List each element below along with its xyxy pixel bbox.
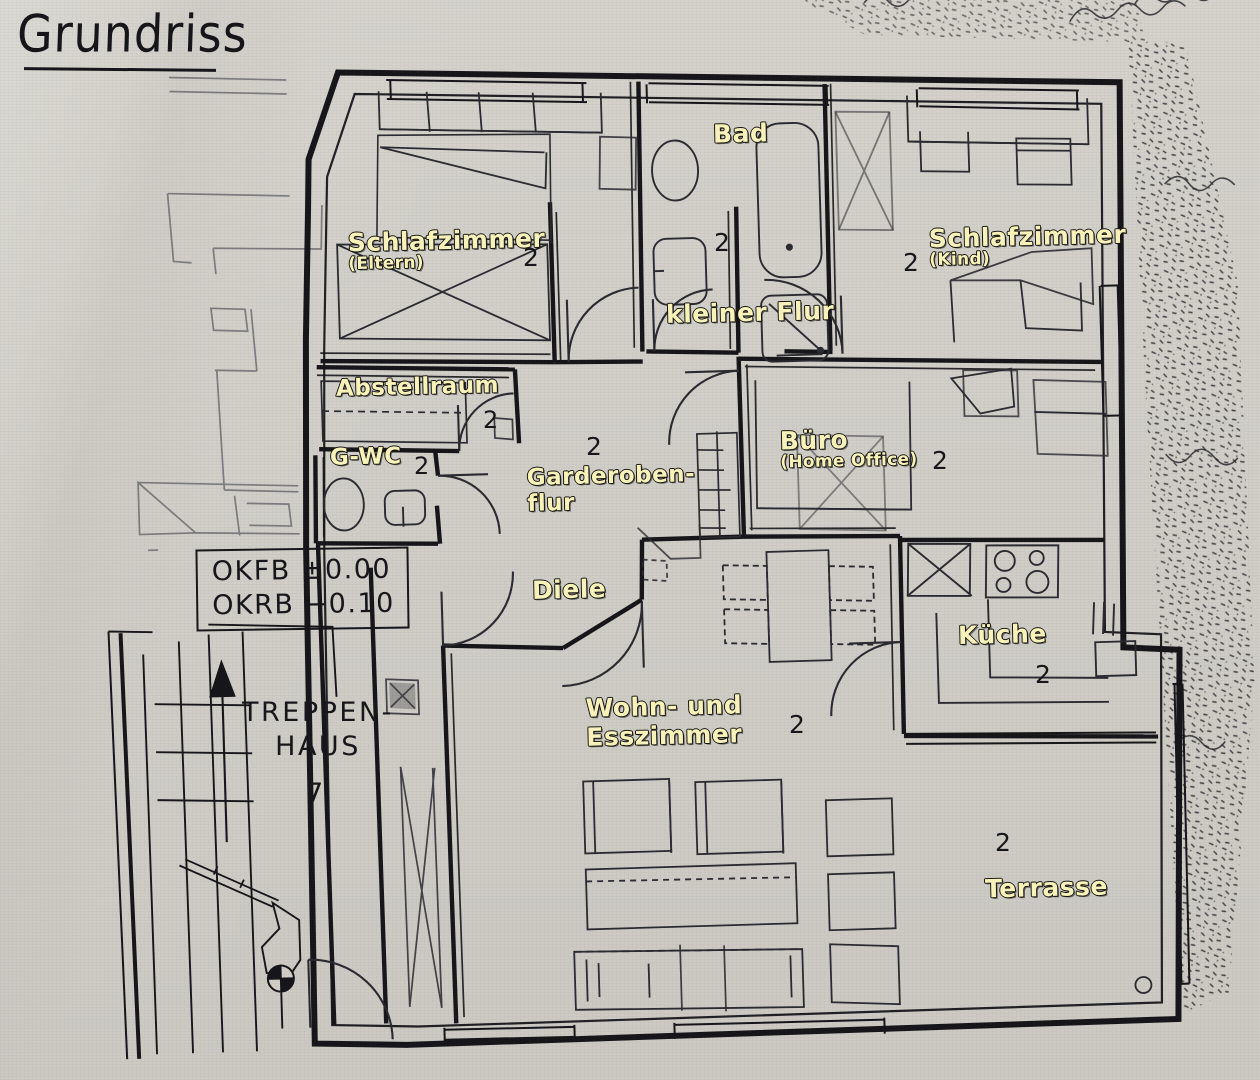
interior-walls xyxy=(313,81,1159,1026)
stairwell-label: TREPPEN- HAUS xyxy=(228,696,408,764)
okfb-line: OKFB ±0.00 xyxy=(211,553,392,588)
furniture-guest-wc xyxy=(322,477,427,532)
furniture-office xyxy=(637,367,1109,560)
room-label-schlafzimmer-eltern: Schlafzimmer (Eltern) xyxy=(347,223,546,275)
room-label-abstellraum-main: Abstellraum xyxy=(335,371,500,402)
furniture-dining xyxy=(721,549,877,663)
room-number-g-wc: 2 xyxy=(414,452,430,480)
corridor-stair-symbol xyxy=(696,431,741,539)
room-label-bad: Bad xyxy=(712,118,769,150)
shaft-marks xyxy=(385,678,443,1008)
room-label-buero-sub: (Home Office) xyxy=(779,449,918,474)
room-label-garderobenflur: Garderoben- flur xyxy=(526,460,696,518)
room-number-wohn-esszimmer: 2 xyxy=(789,710,805,739)
room-label-wohn-esszimmer: Wohn- und Esszimmer xyxy=(585,690,744,753)
room-label-diele: Diele xyxy=(531,573,607,605)
room-label-kueche-main: Küche xyxy=(957,618,1048,651)
room-number-garderobenflur: 2 xyxy=(586,432,602,461)
room-label-diele-main: Diele xyxy=(531,573,607,605)
page-title-block: Grundriss xyxy=(16,3,249,72)
room-label-schlafzimmer-kind-main: Schlafzimmer xyxy=(928,219,1127,254)
room-number-schlafzimmer-kind: 2 xyxy=(903,248,919,277)
wall-thin-lines xyxy=(316,81,1096,1018)
stairwell-steps xyxy=(107,623,338,1060)
room-label-garderobenflur-line1: Garderoben- xyxy=(526,460,696,491)
stairwell-number: 7 xyxy=(306,778,324,809)
terrain-hatch xyxy=(773,0,1255,1014)
room-number-schlafzimmer-eltern: 2 xyxy=(523,243,539,272)
room-label-garderobenflur-line2: flur xyxy=(526,490,576,518)
furniture-bedroom-parents xyxy=(336,91,637,342)
room-label-g-wc: G-WC xyxy=(329,442,403,471)
room-label-wohn-esszimmer-line2: Esszimmer xyxy=(585,718,743,752)
okrb-line: OKRB −0.10 xyxy=(212,587,396,622)
room-label-g-wc-main: G-WC xyxy=(329,442,403,471)
furniture-bathroom xyxy=(651,121,830,363)
room-label-schlafzimmer-kind: Schlafzimmer (Kind) xyxy=(928,219,1127,271)
furniture-living xyxy=(573,778,901,1011)
room-label-bad-main: Bad xyxy=(712,118,769,150)
stairwell-label-line2: HAUS xyxy=(275,730,361,762)
room-number-bad: 2 xyxy=(714,228,730,257)
room-label-kueche: Küche xyxy=(957,618,1048,651)
stairwell-label-line1: TREPPEN- xyxy=(242,697,394,728)
level-reference-box: OKFB ±0.00 OKRB −0.10 xyxy=(195,546,410,631)
room-label-schlafzimmer-eltern-main: Schlafzimmer xyxy=(347,223,546,258)
room-label-wohn-esszimmer-line1: Wohn- und xyxy=(585,690,744,724)
room-label-terrasse: Terrasse xyxy=(984,871,1109,904)
room-label-kleiner-flur: kleiner Flur xyxy=(665,295,835,329)
door-swings xyxy=(307,278,902,1040)
room-label-abstellraum: Abstellraum xyxy=(335,371,500,402)
room-number-terrasse: 2 xyxy=(995,828,1011,857)
room-number-buero: 2 xyxy=(932,446,948,475)
misc-details xyxy=(493,417,727,1012)
furniture-storage xyxy=(320,380,468,444)
room-number-abstellraum: 2 xyxy=(483,406,499,434)
room-label-buero: Büro (Home Office) xyxy=(779,424,919,474)
room-label-terrasse-main: Terrasse xyxy=(984,871,1109,904)
adjacent-unit-outline xyxy=(137,76,323,552)
exterior-walls xyxy=(302,69,1183,1048)
furniture-kitchen xyxy=(906,542,1138,704)
terrace-details xyxy=(1134,976,1153,994)
page-title: Grundriss xyxy=(16,3,249,64)
furniture-bedroom-child xyxy=(834,95,1095,343)
room-number-kueche: 2 xyxy=(1035,660,1051,689)
room-label-kleiner-flur-main: kleiner Flur xyxy=(665,295,835,329)
